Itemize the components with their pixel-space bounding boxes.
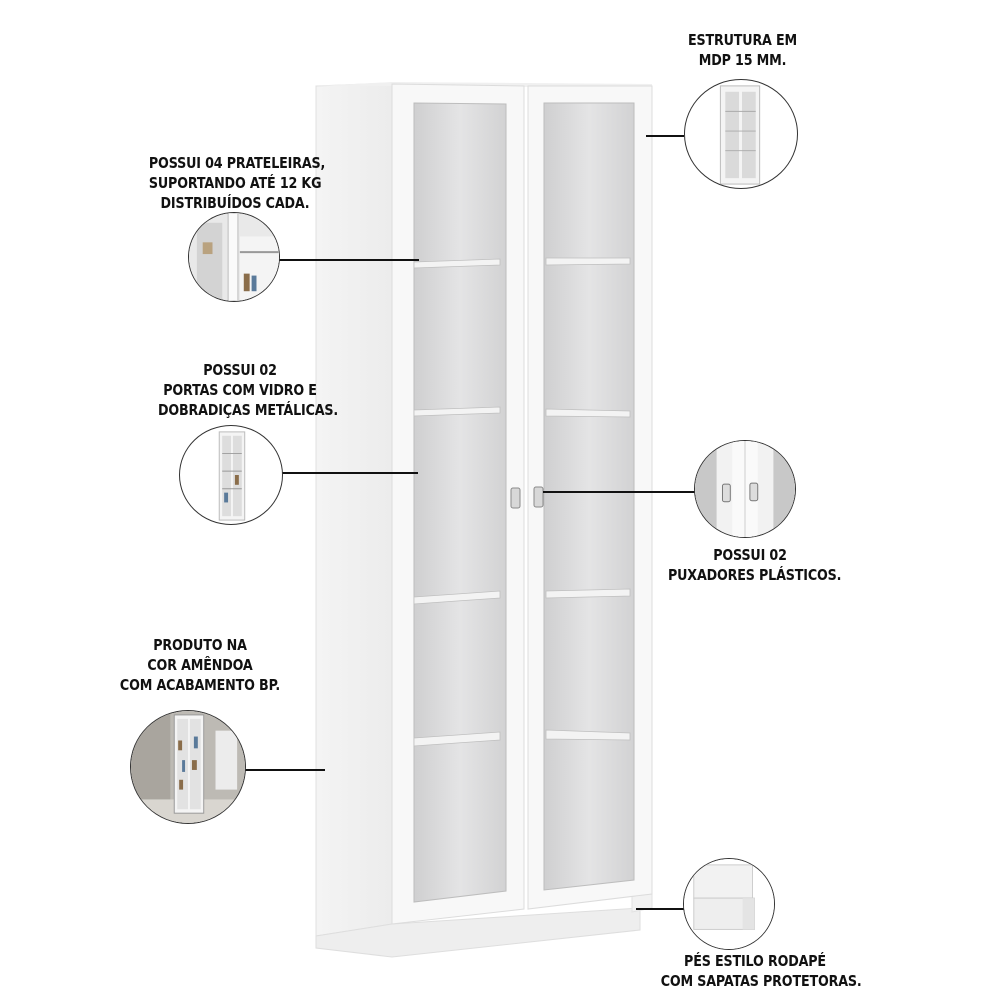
cabinet-front-icon <box>684 79 798 189</box>
callout-handles-text: POSSUI 02 PUXADORES PLÁSTICOS. <box>668 545 842 585</box>
right-door-glass <box>543 102 635 891</box>
callout-line: COR AMÊNDOA <box>147 656 253 674</box>
handles-closeup-icon <box>694 440 796 538</box>
leader-structure <box>646 135 684 137</box>
callout-line: ESTRUTURA EM <box>687 31 798 49</box>
left-door-glass <box>413 102 507 903</box>
leader-doors <box>282 472 418 474</box>
leader-color <box>244 769 325 771</box>
callout-line: PÉS ESTILO RODAPÉ <box>684 952 826 970</box>
room-scene-icon <box>130 710 246 824</box>
callout-shelves-text: POSSUI 04 PRATELEIRAS, SUPORTANDO ATÉ 12… <box>148 153 326 213</box>
shelf-detail-icon <box>188 212 280 302</box>
callout-structure-text: ESTRUTURA EM MDP 15 MM. <box>679 30 806 70</box>
leader-feet <box>636 908 684 910</box>
plinth-base-icon <box>683 858 775 950</box>
left-shelves <box>413 258 501 747</box>
callout-line: COM ACABAMENTO BP. <box>119 676 281 694</box>
callout-line: PUXADORES PLÁSTICOS. <box>668 566 842 584</box>
leader-shelves <box>278 259 419 261</box>
callout-line: SUPORTANDO ATÉ 12 KG <box>148 174 322 192</box>
callout-line: POSSUI 02 <box>203 361 277 379</box>
callout-line: PORTAS COM VIDRO E <box>163 381 317 399</box>
cabinet-side-panel <box>315 82 393 937</box>
callout-color-text: PRODUTO NA COR AMÊNDOA COM ACABAMENTO BP… <box>114 635 286 695</box>
callout-feet-text: PÉS ESTILO RODAPÉ COM SAPATAS PROTETORAS… <box>660 951 862 991</box>
callout-line: POSSUI 04 PRATELEIRAS, <box>148 154 326 172</box>
right-shelves <box>545 257 631 741</box>
door-handles <box>510 486 544 509</box>
callout-line: POSSUI 02 <box>713 546 787 564</box>
callout-line: DISTRIBUÍDOS CADA. <box>160 194 310 212</box>
callout-doors-text: POSSUI 02 PORTAS COM VIDRO E DOBRADIÇAS … <box>158 360 339 420</box>
leader-handles <box>543 491 695 493</box>
open-cabinet-icon <box>179 425 283 525</box>
callout-line: COM SAPATAS PROTETORAS. <box>660 972 862 990</box>
callout-line: PRODUTO NA <box>153 636 247 654</box>
callout-line: MDP 15 MM. <box>698 51 787 69</box>
callout-line: DOBRADIÇAS METÁLICAS. <box>158 401 339 419</box>
